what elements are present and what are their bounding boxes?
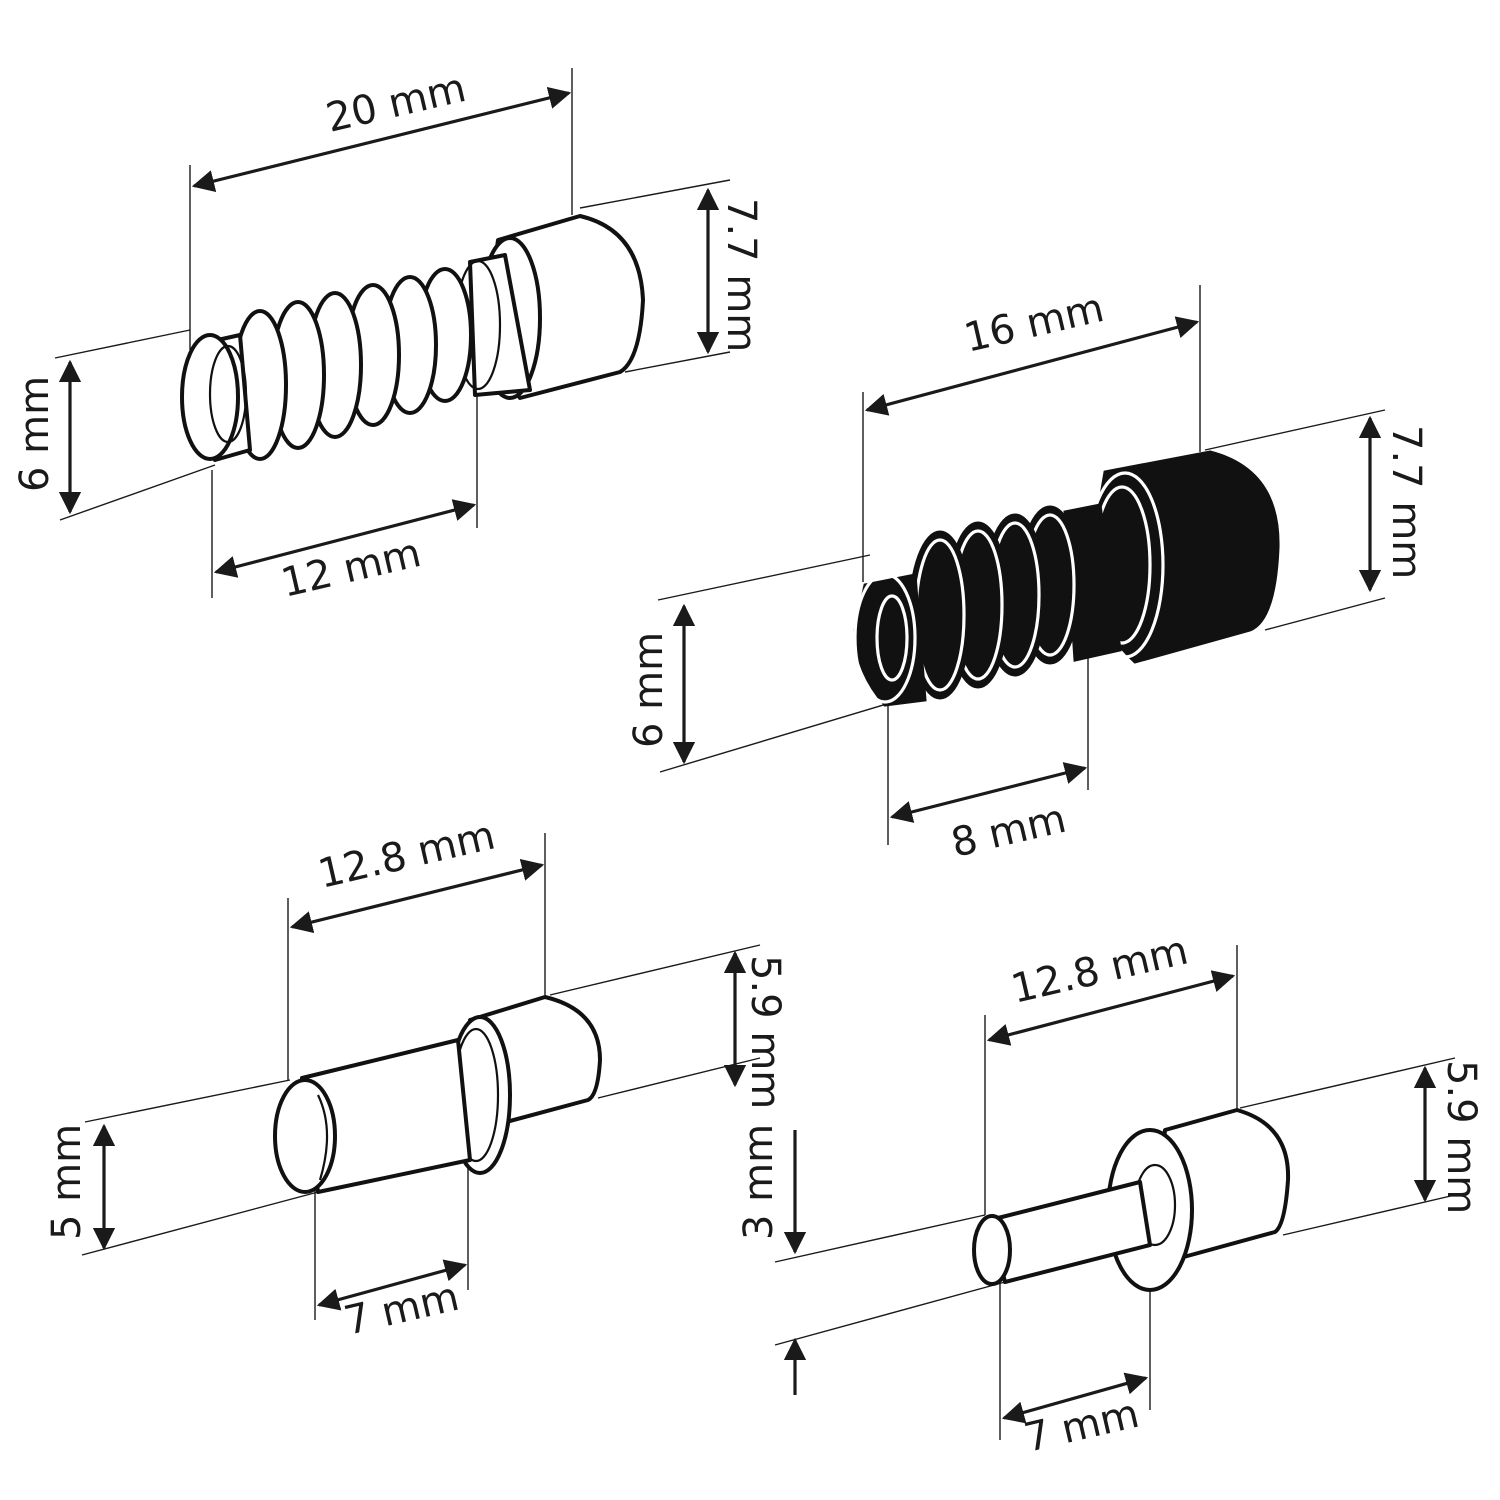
pin4-length-label: 12.8 mm xyxy=(1007,927,1192,1012)
pin1-head-diameter-label: 7.7 mm xyxy=(718,198,764,352)
pin1-group: 20 mm 12 mm 6 mm 7.7 mm xyxy=(12,65,764,607)
pin4-body xyxy=(972,1108,1291,1292)
pin1-extension-lines xyxy=(54,68,731,598)
pin1-length-arrow xyxy=(191,86,572,193)
pin4-pin-arrow xyxy=(1001,1372,1149,1424)
pin3-pin-arrow xyxy=(316,1259,468,1311)
pin2-length-arrow xyxy=(864,316,1200,416)
pin4-head-diameter-label: 5.9 mm xyxy=(1438,1060,1484,1214)
pin1-dimension-arrows xyxy=(58,86,720,578)
pin4-dimension-arrows xyxy=(783,970,1437,1424)
pin2-extension-lines xyxy=(657,285,1386,845)
pin4-pin-length-label: 7 mm xyxy=(1020,1391,1143,1462)
pin4-pin-diameter-label: 3 mm xyxy=(736,1124,782,1240)
pin1-thread-arrow xyxy=(213,499,477,578)
pin3-dimension-arrows xyxy=(92,858,747,1311)
pin1-thread-diameter-label: 6 mm xyxy=(12,376,58,492)
pin1-thread-length-label: 12 mm xyxy=(277,530,425,607)
pin3-extension-lines xyxy=(81,833,761,1320)
pin4-group: 12.8 mm 7 mm 3 mm 5.9 mm xyxy=(736,927,1484,1461)
pin3-head-diameter-label: 5.9 mm xyxy=(742,955,788,1109)
pin4-length-arrow xyxy=(986,970,1236,1046)
pin1-length-label: 20 mm xyxy=(322,65,470,142)
pin3-group: 12.8 mm 7 mm 5 mm 5.9 mm xyxy=(44,812,788,1344)
pin2-dimension-arrows xyxy=(672,316,1382,823)
pin1-body xyxy=(180,214,645,462)
pin2-head-diameter-label: 7.7 mm xyxy=(1383,425,1429,579)
pin2-group: 16 mm 8 mm 6 mm 7.7 mm xyxy=(626,285,1429,867)
pin3-body xyxy=(273,995,602,1194)
pin2-thread-length-label: 8 mm xyxy=(947,796,1070,867)
pin2-thread-diameter-label: 6 mm xyxy=(626,632,672,748)
pin2-body xyxy=(853,450,1280,707)
pin3-length-label: 12.8 mm xyxy=(314,812,499,897)
pin2-thread-arrow xyxy=(889,762,1088,823)
pin3-pin-diameter-label: 5 mm xyxy=(44,1124,90,1240)
pin3-length-arrow xyxy=(289,858,545,934)
pin3-pin-length-label: 7 mm xyxy=(340,1274,463,1345)
